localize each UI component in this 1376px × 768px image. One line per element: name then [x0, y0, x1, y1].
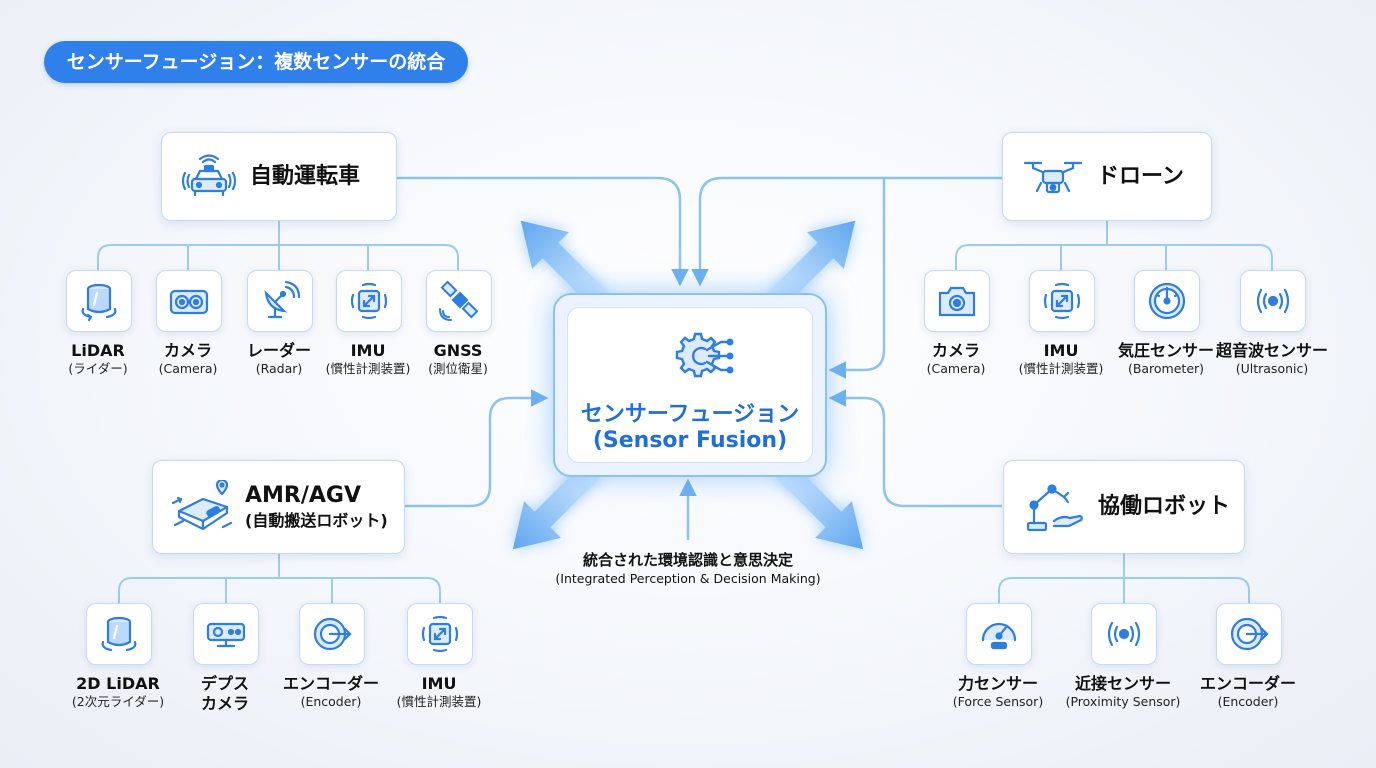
encoder-icon [313, 617, 352, 651]
sensor-sub: (Ultrasonic) [1235, 361, 1309, 376]
sensor-name: 気圧センサー [1117, 341, 1214, 360]
fusion-title-ja: センサーフュージョン [580, 402, 800, 427]
platform-label: 自動運転車 [250, 163, 361, 189]
sensor-sub: (Force Sensor) [952, 694, 1044, 709]
sensor-sub: (慣性計測装置) [396, 694, 482, 709]
sensor-tile-radar[interactable] [247, 270, 313, 332]
encoder-icon [1230, 617, 1269, 651]
sensor-tile-proximity[interactable] [1091, 603, 1157, 665]
platform-card-cobot[interactable]: 協働ロボット [1003, 460, 1245, 554]
sensor-name: 近接センサー [1074, 674, 1171, 693]
platform-label-sub: (自動搬送ロボット) [245, 511, 388, 530]
sensor-tile-encoder[interactable] [299, 603, 365, 665]
imu-icon [350, 282, 388, 320]
sensor-sub: (Camera) [926, 361, 986, 376]
sensor-sub: (Radar) [255, 361, 303, 376]
sensor-tile-ultrasonic[interactable] [1240, 270, 1306, 332]
sensor-name: エンコーダー [1199, 674, 1296, 693]
sensor-sub: (Proximity Sensor) [1065, 694, 1181, 709]
car-icon [181, 153, 237, 196]
sensor-tile-imu[interactable] [336, 270, 402, 332]
sensor-name: カメラ [163, 341, 212, 360]
sensor-name: カメラ [931, 341, 980, 360]
sensor-name: LiDAR [71, 341, 125, 360]
drone-icon [1023, 161, 1083, 193]
ultrasonic-icon [1256, 288, 1290, 314]
sensor-sub: (Encoder) [300, 694, 362, 709]
sensor-name: GNSS [433, 341, 483, 360]
sensor-tile-camera[interactable] [924, 270, 990, 332]
sensor-sub: (Barometer) [1127, 361, 1205, 376]
radar-icon [264, 280, 301, 319]
depth-camera-icon [206, 622, 246, 648]
camera-icon [938, 286, 976, 317]
imu-icon [1043, 282, 1081, 320]
platform-label: ドローン [1097, 163, 1184, 189]
platform-label-main: AMR/AGV [245, 483, 362, 508]
sensor-name: IMU [1043, 341, 1079, 360]
sensor-name: 2D LiDAR [76, 674, 160, 693]
sensor-tile-depth-camera[interactable] [193, 603, 259, 665]
amr-robot-icon [171, 480, 233, 531]
flow-lines [396, 176, 1002, 540]
sensor-tile-lidar[interactable] [66, 270, 132, 332]
tree-lines [97, 220, 1273, 603]
fusion-title-en: (Sensor Fusion) [592, 428, 788, 453]
sensor-name: レーダー [246, 341, 311, 360]
sensor-name: エンコーダー [282, 674, 379, 693]
sensor-tile-barometer[interactable] [1134, 270, 1200, 332]
sensor-sub: (Camera) [158, 361, 218, 376]
sensor-tile-imu[interactable] [1029, 270, 1095, 332]
proximity-icon [1107, 621, 1141, 647]
sensor-sub: (ライダー) [68, 361, 128, 376]
camera-icon [169, 289, 209, 315]
sensor-name: IMU [350, 341, 386, 360]
sensor-tile-encoder[interactable] [1216, 603, 1282, 665]
platform-label: AMR/AGV (自動搬送ロボット) [245, 482, 388, 532]
sensor-name: 力センサー [957, 674, 1038, 693]
gauge-icon [1148, 282, 1186, 320]
output-label-ja: 統合された環境認識と意思決定 [582, 551, 793, 569]
sensor-sub: (測位衛星) [428, 361, 488, 376]
output-label-en: (Integrated Perception & Decision Making… [555, 571, 821, 586]
sensor-tile-gnss[interactable] [426, 270, 492, 332]
platform-card-drone[interactable]: ドローン [1002, 132, 1212, 221]
sensor-sub: (慣性計測装置) [325, 361, 411, 376]
platform-label: 協働ロボット [1098, 494, 1231, 520]
sensor-sub: (2次元ライダー) [71, 694, 165, 709]
sensor-tile-2d-lidar[interactable] [86, 603, 152, 665]
imu-icon [421, 615, 459, 653]
robot-arm-icon [1026, 484, 1083, 532]
sensor-tile-camera[interactable] [156, 270, 222, 332]
gear-circuit-icon [675, 332, 734, 378]
sensor-name: 超音波センサー [1215, 341, 1328, 360]
sensor-sub: (慣性計測装置) [1018, 361, 1104, 376]
sensor-fusion-hub[interactable]: センサーフュージョン (Sensor Fusion) [553, 293, 827, 477]
sensor-tile-imu[interactable] [407, 603, 473, 665]
force-gauge-icon [981, 622, 1017, 650]
page-title: センサーフュージョン：複数センサーの統合 [44, 41, 468, 83]
lidar-icon [81, 283, 117, 322]
output-arrows [512, 220, 864, 550]
sensor-name: IMU [421, 674, 457, 693]
platform-card-amr[interactable]: AMR/AGV (自動搬送ロボット) [152, 460, 405, 554]
sensor-sub: (Encoder) [1217, 694, 1279, 709]
sensor-name: デプス [200, 674, 249, 693]
platform-card-autonomous-car[interactable]: 自動運転車 [161, 132, 397, 221]
sensor-tile-force[interactable] [966, 603, 1032, 665]
sensor-name-line2: カメラ [200, 694, 249, 713]
satellite-icon [439, 280, 479, 321]
lidar-icon [101, 616, 137, 652]
